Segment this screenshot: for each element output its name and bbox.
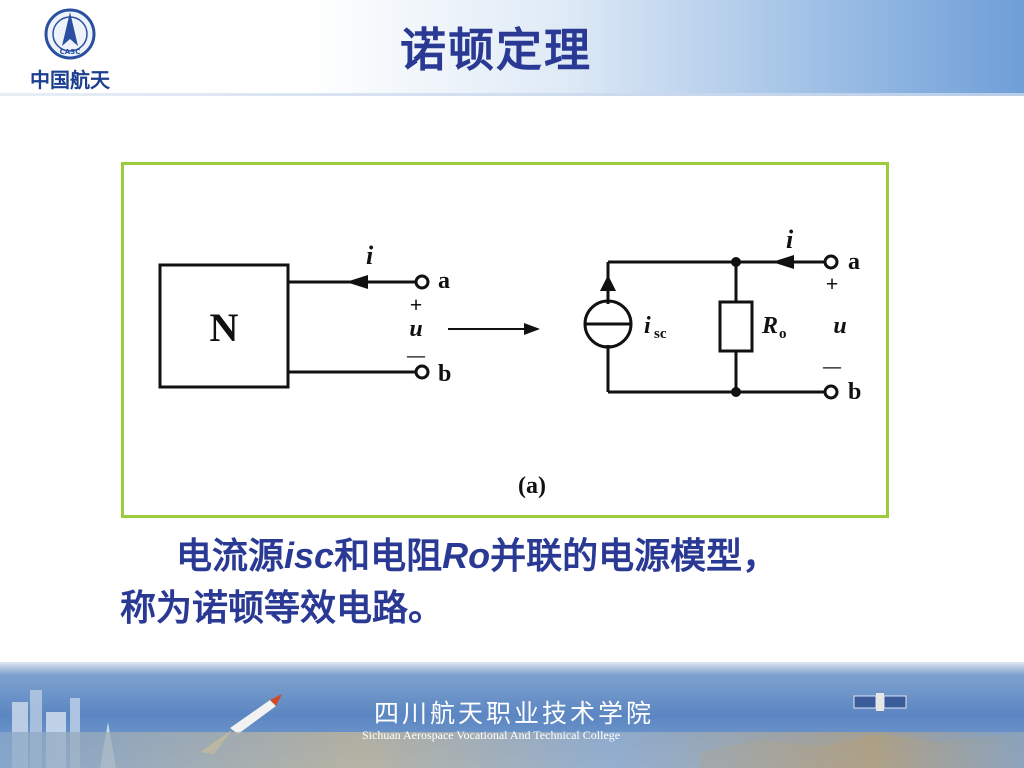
minus-label-left: — bbox=[406, 345, 426, 365]
circuit-diagram: N i a b + u — i a b + u — i sc R o (a) bbox=[158, 225, 861, 499]
network-label: N bbox=[210, 305, 239, 350]
isc-symbol: isc bbox=[284, 535, 335, 576]
circuit-figure: N i a b + u — i a b + u — i sc R o (a) bbox=[121, 162, 889, 518]
resistor bbox=[718, 300, 754, 353]
source-label-sub: sc bbox=[654, 326, 667, 342]
header-divider bbox=[0, 93, 1024, 96]
terminal-a-label-right: a bbox=[848, 249, 860, 275]
minus-label-right: — bbox=[822, 356, 842, 376]
terminal-a-right bbox=[823, 254, 839, 270]
transform-arrow-head bbox=[524, 323, 540, 335]
logo-text: 中国航天 bbox=[30, 68, 110, 92]
ro-symbol: Ro bbox=[442, 535, 491, 576]
current-arrow-left bbox=[346, 275, 368, 289]
current-arrow-right bbox=[772, 255, 794, 269]
source-label-main: i bbox=[644, 313, 651, 339]
body-text: 电流源isc和电阻Ro并联的电源模型， 称为诺顿等效电路。 bbox=[120, 530, 920, 635]
body-line-2: 称为诺顿等效电路。 bbox=[120, 588, 445, 629]
voltage-label-left: u bbox=[409, 316, 422, 342]
casc-emblem-icon: CASC bbox=[44, 8, 96, 60]
satellite-icon bbox=[853, 693, 907, 711]
body-line-1-part-2: 和电阻 bbox=[334, 536, 443, 577]
header-bar bbox=[0, 0, 1024, 95]
voltage-label-right: u bbox=[833, 313, 846, 339]
plus-label-right: + bbox=[826, 271, 839, 296]
footer-college-name-en: Sichuan Aerospace Vocational And Technic… bbox=[362, 728, 621, 742]
current-label-left: i bbox=[366, 241, 374, 270]
figure-caption: (a) bbox=[518, 473, 546, 499]
plus-label-left: + bbox=[410, 292, 423, 317]
terminal-b-label-right: b bbox=[848, 379, 861, 405]
body-line-1-part-3: 并联的电源模型， bbox=[490, 536, 779, 577]
logo-badge-text: CASC bbox=[60, 48, 81, 56]
page-title: 诺顿定理 bbox=[400, 23, 592, 77]
terminal-b-label-left: b bbox=[438, 361, 451, 387]
junction-bottom bbox=[731, 387, 741, 397]
current-label-right: i bbox=[786, 225, 794, 254]
terminal-a-left bbox=[414, 274, 430, 290]
casc-logo: CASC 中国航天 bbox=[22, 6, 118, 92]
junction-top bbox=[731, 257, 741, 267]
current-source-arrow-head bbox=[600, 275, 616, 291]
footer-ground bbox=[0, 732, 1024, 768]
resistor-label-main: R bbox=[761, 313, 778, 339]
body-line-1-part-1: 电流源 bbox=[176, 536, 285, 577]
footer-banner bbox=[0, 662, 1024, 768]
terminal-b-left bbox=[414, 364, 430, 380]
terminal-b-right bbox=[823, 384, 839, 400]
body-line-1: 电流源isc和电阻Ro并联的电源模型， bbox=[120, 530, 920, 583]
footer-college-name-cn: 四川航天职业技术学院 bbox=[374, 699, 655, 728]
terminal-a-label-left: a bbox=[438, 268, 450, 294]
resistor-label-sub: o bbox=[779, 326, 787, 342]
network-block bbox=[158, 263, 290, 389]
